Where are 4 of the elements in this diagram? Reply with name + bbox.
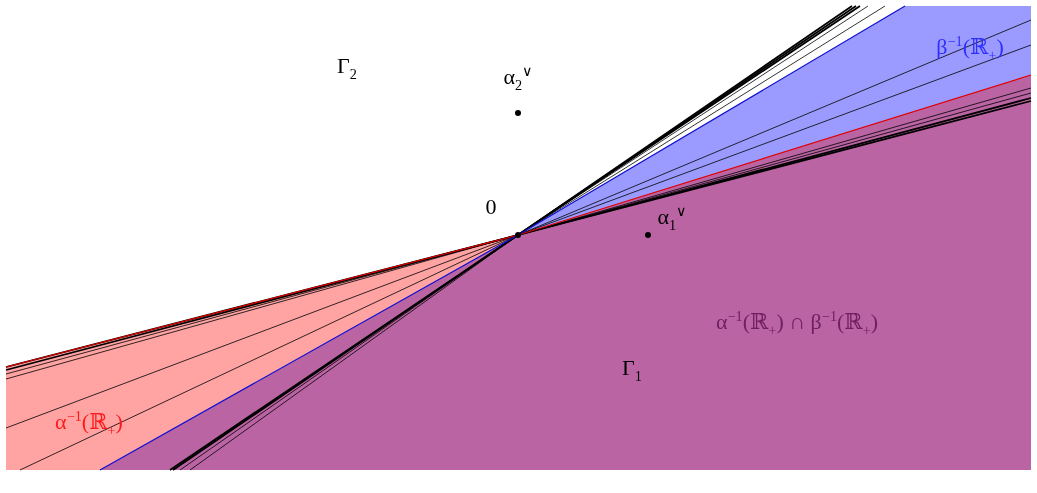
region-label: Γ$_{1}$ (622, 357, 642, 383)
region-label: Γ$_{2}$ (337, 55, 357, 81)
region-label: α$^{−1}$(ℝ$_{+}$) ∩ β$^{−1}$(ℝ$_{+}$) (715, 309, 879, 337)
point-label: 0 (485, 196, 497, 218)
